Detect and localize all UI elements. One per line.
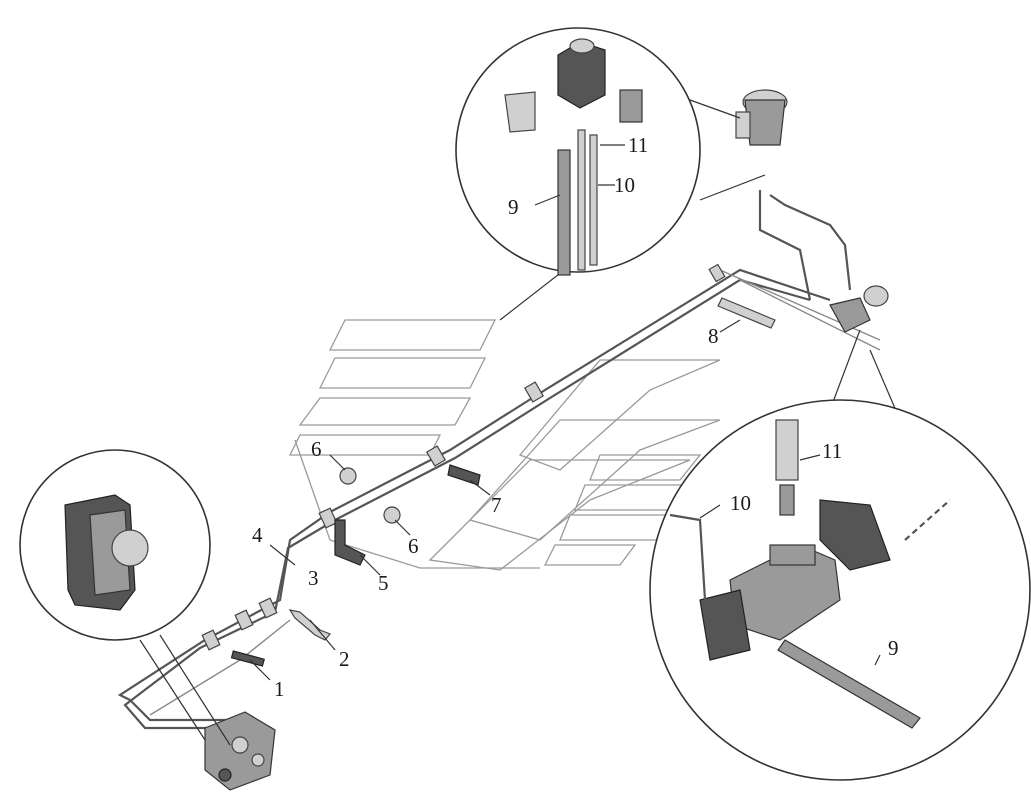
port: [231, 736, 249, 754]
part-7-strip: [447, 464, 481, 486]
clamp: [425, 445, 447, 467]
hose-9-top: [557, 149, 571, 276]
clamp: [258, 597, 278, 619]
gasket-small: [863, 285, 889, 307]
callout-labels: 1 2 3 4 5 6 6 7 8 9 10 11 9 10 11: [252, 133, 899, 701]
gasket-large: [819, 499, 891, 571]
clamp: [201, 629, 221, 651]
part-5-bracket: [334, 519, 366, 566]
steering-gear: [204, 711, 276, 791]
callout-10-top: 10: [614, 173, 635, 197]
callout-2: 2: [339, 647, 350, 671]
mount-bracket: [504, 91, 536, 133]
clamp: [234, 609, 254, 631]
fitting: [779, 484, 795, 516]
clamp: [708, 263, 726, 283]
background-stripes: [288, 319, 721, 571]
part-6a-grommet: [339, 467, 357, 485]
reservoir-assembly: [735, 89, 788, 146]
detail-circle-reservoir: [455, 27, 766, 321]
callout-5: 5: [378, 571, 389, 595]
callout-6a: 6: [311, 437, 322, 461]
callout-8: 8: [708, 324, 719, 348]
callout-1: 1: [274, 677, 285, 701]
callout-7: 7: [491, 493, 502, 517]
reservoir-body: [744, 99, 786, 146]
callout-3: 3: [308, 566, 319, 590]
callout-11-bottom: 11: [822, 439, 842, 463]
callout-4: 4: [252, 523, 263, 547]
clamp: [523, 381, 545, 403]
port: [251, 753, 265, 767]
reservoir-bracket: [735, 111, 751, 139]
hose-9-bottom: [777, 639, 921, 729]
hose-11-bottom: [775, 419, 799, 481]
gear-end-cap: [111, 529, 149, 567]
hose-10-top: [577, 129, 586, 271]
pump-small: [829, 297, 871, 333]
detail-frame-right: [649, 399, 1031, 781]
callout-6b: 6: [408, 534, 419, 558]
pump-on-frame: [829, 285, 889, 333]
callout-9-bottom: 9: [888, 636, 899, 660]
clamp: [318, 507, 338, 529]
callout-10-bottom: 10: [730, 491, 751, 515]
pump-port: [769, 544, 816, 566]
detail-circle-pump: [649, 329, 1031, 781]
hose-11-top: [589, 134, 598, 266]
part-8-plate: [717, 297, 776, 329]
reservoir-top: [569, 38, 595, 54]
callout-9-top: 9: [508, 195, 519, 219]
detail-circle-steering-gear: [19, 449, 231, 746]
pipe-clamps: [201, 263, 726, 651]
pump-flange: [699, 589, 751, 661]
callout-11-top: 11: [628, 133, 648, 157]
callout-leaders: [249, 319, 741, 681]
gear-housing-face: [89, 509, 131, 596]
port: [218, 768, 232, 782]
part-2-bracket: [288, 609, 331, 641]
part-6b-grommet: [383, 506, 401, 524]
part-1-strip: [230, 650, 265, 667]
filter-element: [619, 89, 643, 123]
